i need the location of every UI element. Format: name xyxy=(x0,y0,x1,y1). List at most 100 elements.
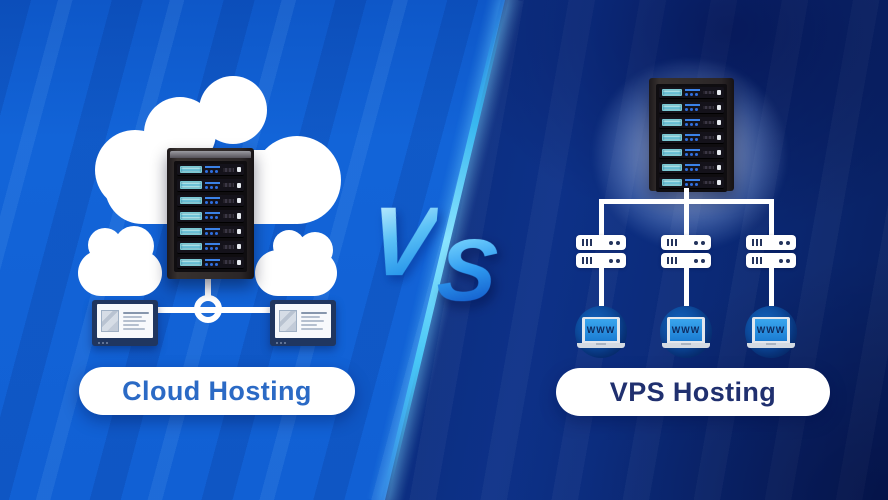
dot xyxy=(98,342,100,344)
unit-slot xyxy=(237,213,241,219)
led-dots xyxy=(204,231,220,235)
laptop-screen: WWW xyxy=(752,316,790,343)
bar-vent-line xyxy=(667,257,669,264)
node-connector-line xyxy=(768,268,774,306)
node-connector-line xyxy=(768,199,774,235)
rack-units xyxy=(174,161,247,272)
led-dot xyxy=(685,123,689,126)
vps-node-column: WWW xyxy=(739,199,803,361)
led-dash xyxy=(685,179,701,181)
led-dot xyxy=(695,108,699,111)
vps-node-column: WWW xyxy=(654,199,718,361)
bar-dot xyxy=(779,240,783,245)
mini-server-bar xyxy=(576,253,626,268)
bar-vent-line xyxy=(760,239,762,246)
led-dot xyxy=(685,108,689,111)
text-line xyxy=(123,324,140,326)
unit-vent xyxy=(222,244,235,249)
led-dots xyxy=(685,138,700,141)
led-dot xyxy=(690,183,694,186)
unit-slot xyxy=(717,150,721,155)
bar-vent-line xyxy=(675,239,677,246)
unit-slot xyxy=(237,182,241,188)
led-dots xyxy=(685,183,700,186)
led-dash xyxy=(685,134,701,136)
www-laptop-icon: WWW xyxy=(575,306,627,358)
laptop-notch xyxy=(766,342,776,345)
led-dot xyxy=(685,138,689,141)
vps-node-columns: WWW WWW WWW xyxy=(569,199,803,361)
bar-vent-line xyxy=(756,257,758,264)
unit-display-panel xyxy=(662,103,683,112)
bar-dots xyxy=(779,258,790,263)
text-line xyxy=(301,320,325,322)
rack-unit xyxy=(177,164,244,177)
laptop-base xyxy=(577,342,625,348)
rack-unit xyxy=(177,194,244,208)
led-dot xyxy=(204,262,208,266)
led-dot xyxy=(690,168,694,171)
unit-leds xyxy=(685,149,701,156)
led-dot xyxy=(209,247,213,251)
bar-dots xyxy=(609,240,620,245)
www-label: WWW xyxy=(585,318,617,341)
unit-vent xyxy=(703,165,715,170)
unit-leds xyxy=(204,166,220,174)
rack-unit xyxy=(659,87,724,99)
dot xyxy=(276,342,278,344)
led-dots xyxy=(685,153,700,156)
text-line xyxy=(123,320,147,322)
small-cloud-right-icon xyxy=(255,228,337,296)
node-connector-line xyxy=(683,268,689,306)
led-dot xyxy=(209,216,213,220)
led-dot xyxy=(204,185,208,189)
www-label: WWW xyxy=(670,318,702,341)
bar-dot xyxy=(694,240,698,245)
led-dots xyxy=(204,170,220,174)
rack-unit xyxy=(177,210,244,223)
bar-dot xyxy=(616,258,620,263)
led-dots xyxy=(204,201,220,205)
bar-vent-line xyxy=(756,239,758,246)
document-thumbnail xyxy=(101,310,119,332)
led-dots xyxy=(685,168,700,171)
unit-vent xyxy=(222,167,235,172)
bar-dot xyxy=(616,240,620,245)
vps-hosting-label: VPS Hosting xyxy=(556,368,830,416)
mini-server-bar xyxy=(746,253,796,268)
client-monitor-icon xyxy=(92,300,158,346)
dot xyxy=(280,342,282,344)
led-dash xyxy=(204,227,220,230)
www-laptop-icon: WWW xyxy=(745,306,797,358)
bar-vent-line xyxy=(590,257,592,264)
text-line xyxy=(123,316,142,318)
bar-dots xyxy=(609,258,620,263)
bar-dot xyxy=(701,240,705,245)
monitor-indicator-dots xyxy=(98,342,108,344)
mini-server-icon xyxy=(746,235,796,268)
unit-leds xyxy=(204,197,220,205)
bar-vent-line xyxy=(582,257,584,264)
led-dot xyxy=(204,170,208,174)
unit-leds xyxy=(685,89,701,96)
rack-unit xyxy=(659,102,724,114)
unit-display-panel xyxy=(180,181,202,189)
led-dash xyxy=(685,164,701,166)
unit-vent xyxy=(703,180,715,185)
rack-unit xyxy=(177,179,244,192)
rack-unit xyxy=(659,147,724,159)
led-dot xyxy=(204,201,208,205)
cloud-hosting-label: Cloud Hosting xyxy=(79,367,355,415)
led-dot xyxy=(214,185,218,189)
versus-letter-s: S xyxy=(433,220,502,319)
bar-vent-line xyxy=(590,239,592,246)
bar-dot xyxy=(694,258,698,263)
unit-display-panel xyxy=(180,166,202,174)
led-dot xyxy=(209,262,213,266)
text-line xyxy=(301,324,318,326)
unit-leds xyxy=(204,258,220,266)
unit-slot xyxy=(237,167,241,173)
bar-dots xyxy=(694,258,705,263)
led-dot xyxy=(204,231,208,235)
